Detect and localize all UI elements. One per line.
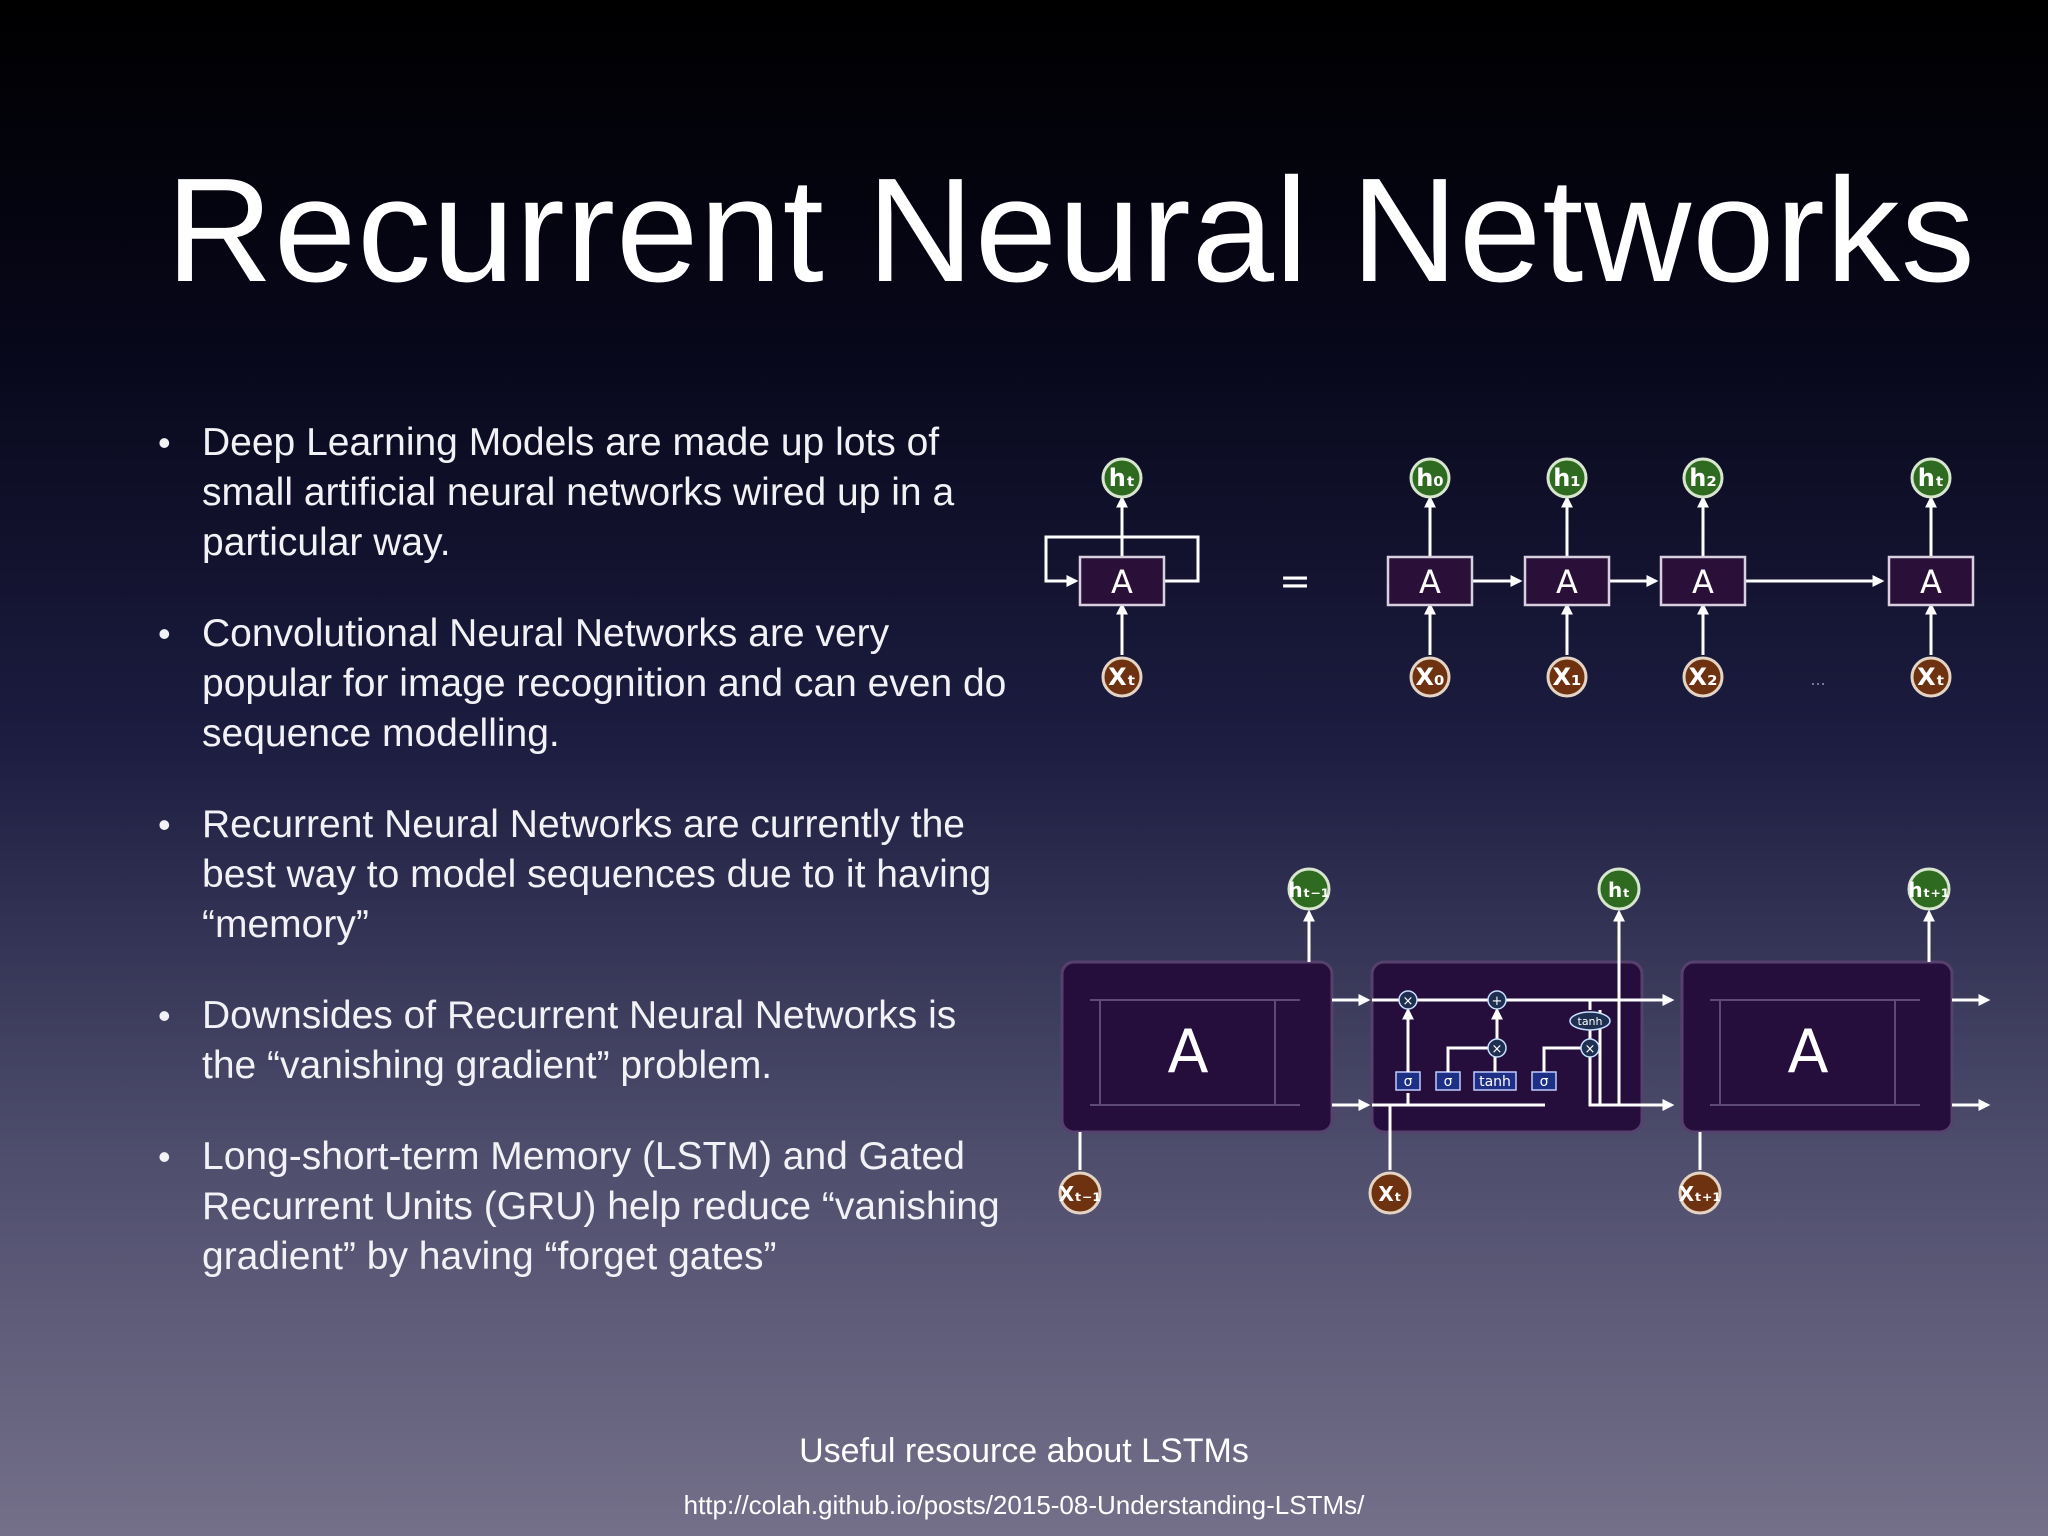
tanh-op — [1569, 1011, 1611, 1031]
output-node: hₜ — [1101, 457, 1143, 499]
input-node: Xₜ₋₁ — [1058, 1171, 1102, 1215]
cell-label: A — [1556, 563, 1578, 601]
output-node: h₀ — [1409, 457, 1451, 499]
rnn-unrolled-cell: A hₜ Xₜ — [1887, 457, 1975, 698]
ghost-wires — [1090, 999, 1300, 1106]
bullet-dot: • — [158, 613, 171, 654]
bullet-item: • Recurrent Neural Networks are currently… — [150, 800, 1010, 950]
ghost-wires — [1710, 999, 1920, 1106]
cell-label: A — [1419, 563, 1441, 601]
multiply-op — [1580, 1038, 1600, 1058]
cell-box — [1078, 555, 1166, 607]
cell-box — [1386, 555, 1474, 607]
resource-label: Useful resource about LSTMs — [799, 1432, 1249, 1470]
bullet-dot: • — [158, 804, 171, 845]
bullet-dot: • — [158, 1136, 171, 1177]
output-label: hₜ — [1608, 878, 1630, 902]
bullet-text: Downsides of Recurrent Neural Networks i… — [202, 994, 957, 1087]
bullet-item: • Long-short-term Memory (LSTM) and Gated… — [150, 1132, 1010, 1282]
equals-sign: = — [1279, 559, 1311, 603]
tanh-label: tanh — [1578, 1015, 1603, 1028]
output-label: hₜ — [1918, 464, 1944, 492]
multiply-op — [1398, 990, 1418, 1010]
multiply-label: × — [1492, 1042, 1503, 1057]
cell-box — [1680, 960, 1954, 1134]
output-label: hₜ — [1109, 464, 1135, 492]
multiply-op — [1487, 1038, 1507, 1058]
multiply-label: × — [1403, 994, 1414, 1009]
loop-right — [1122, 535, 1200, 583]
ellipsis: ... — [1810, 670, 1825, 689]
input-gate-label: σ — [1444, 1074, 1453, 1090]
input-node: Xₜ — [1368, 1171, 1412, 1215]
input-label: Xₜ — [1108, 663, 1136, 691]
forget-gate-label: σ — [1404, 1074, 1413, 1090]
input-node: Xₜ — [1101, 656, 1143, 698]
output-node: h₁ — [1546, 457, 1588, 499]
lstm-cell-middle: σ σ tanh σ × + × tanh — [1368, 867, 1675, 1215]
output-gate-label: σ — [1540, 1074, 1549, 1090]
input-label: X₁ — [1552, 663, 1581, 691]
output-label: hₜ₊₁ — [1908, 878, 1949, 902]
output-node: hₜ — [1597, 867, 1641, 911]
input-label: X₂ — [1688, 663, 1717, 691]
hidden-out-line — [1588, 1056, 1675, 1111]
output-label: h₂ — [1689, 464, 1717, 492]
input-node: X₂ — [1682, 656, 1724, 698]
add-label: + — [1492, 994, 1503, 1009]
cell-label: A — [1167, 1017, 1208, 1087]
output-label: h₁ — [1553, 464, 1581, 492]
cell-box — [1060, 960, 1334, 1134]
input-gate-wire — [1446, 1046, 1488, 1072]
bullet-text: Long-short-term Memory (LSTM) and Gated … — [202, 1135, 1000, 1278]
cell-label: A — [1787, 1017, 1828, 1087]
output-node: hₜ₋₁ — [1287, 867, 1331, 911]
bullet-item: • Convolutional Neural Networks are very … — [150, 609, 1010, 759]
multiply-label: × — [1585, 1042, 1596, 1057]
bullet-text: Recurrent Neural Networks are currently … — [202, 803, 992, 946]
cell-box — [1887, 555, 1975, 607]
input-node: X₀ — [1409, 656, 1451, 698]
output-node: hₜ — [1910, 457, 1952, 499]
cell-label: A — [1692, 563, 1714, 601]
input-node: X₁ — [1546, 656, 1588, 698]
resource-link[interactable]: http://colah.github.io/posts/2015-08-Und… — [683, 1490, 1365, 1520]
lstm-cell-right: A hₜ₊₁ Xₜ₊₁ — [1678, 867, 1991, 1215]
add-op — [1487, 990, 1507, 1010]
rnn-unrolled-cell: A h₂ X₂ — [1659, 457, 1747, 698]
cell-box — [1659, 555, 1747, 607]
rnn-folded-cell: A hₜ Xₜ — [1044, 457, 1200, 698]
rnn-unrolled-cell: A h₀ X₀ — [1386, 457, 1474, 698]
cell-box — [1523, 555, 1611, 607]
input-label: Xₜ₋₁ — [1059, 1182, 1102, 1206]
output-node: h₂ — [1682, 457, 1724, 499]
rnn-diagram: A hₜ Xₜ = ... A h₀ X₀ — [1044, 457, 1975, 698]
cell-label: A — [1111, 563, 1133, 601]
loop-left — [1044, 535, 1122, 587]
bullet-list: • Deep Learning Models are made up lots o… — [150, 418, 1010, 1323]
output-gate-wire — [1542, 1046, 1583, 1072]
slide-title: Recurrent Neural Networks — [166, 148, 1976, 313]
input-label: Xₜ — [1917, 663, 1945, 691]
input-node: Xₜ₊₁ — [1678, 1171, 1722, 1215]
bullet-dot: • — [158, 422, 171, 463]
bullet-text: Deep Learning Models are made up lots of… — [202, 421, 955, 564]
bullet-text: Convolutional Neural Networks are very p… — [202, 612, 1007, 755]
cell-label: A — [1920, 563, 1942, 601]
lstm-diagram: A hₜ₋₁ Xₜ₋₁ σ σ tanh σ — [1058, 867, 1991, 1215]
rnn-unrolled-cell: A h₁ X₁ — [1523, 457, 1611, 698]
input-label: Xₜ — [1378, 1182, 1401, 1206]
bullet-item: • Downsides of Recurrent Neural Networks … — [150, 991, 1010, 1091]
input-label: Xₜ₊₁ — [1679, 1182, 1722, 1206]
input-node: Xₜ — [1910, 656, 1952, 698]
output-node: hₜ₊₁ — [1907, 867, 1951, 911]
output-label: hₜ₋₁ — [1288, 878, 1329, 902]
candidate-gate-label: tanh — [1479, 1074, 1511, 1090]
output-label: h₀ — [1416, 464, 1444, 492]
lstm-cell-left: A hₜ₋₁ Xₜ₋₁ — [1058, 867, 1334, 1215]
input-label: X₀ — [1415, 663, 1444, 691]
bullet-item: • Deep Learning Models are made up lots o… — [150, 418, 1010, 568]
bullet-dot: • — [158, 995, 171, 1036]
